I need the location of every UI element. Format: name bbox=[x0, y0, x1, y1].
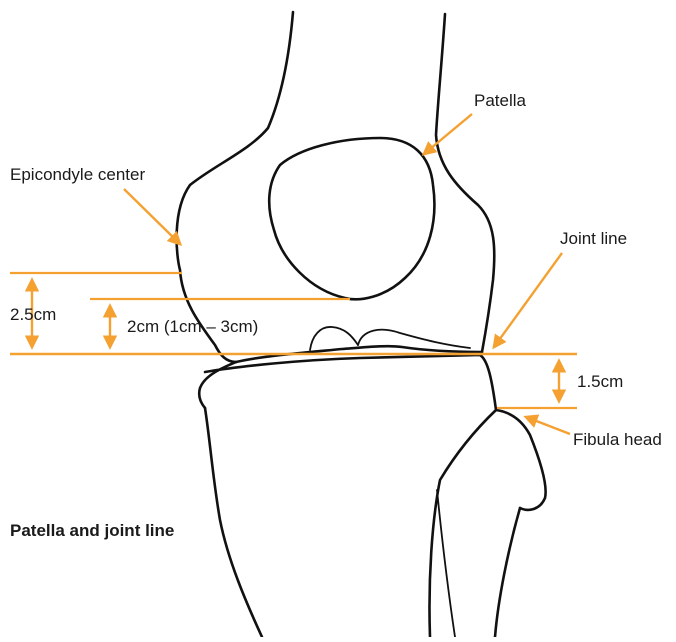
fibula-shaft-left bbox=[437, 490, 455, 637]
tibia-right-shaft bbox=[429, 410, 496, 637]
femur-left-outline bbox=[177, 12, 293, 362]
figure-caption: Patella and joint line bbox=[10, 521, 174, 540]
femoral-notch-outline bbox=[310, 327, 358, 350]
fibula-head-outline bbox=[496, 410, 546, 510]
pointer-arrows bbox=[124, 114, 570, 434]
fibula bbox=[437, 410, 546, 637]
patella-pointer-arrow bbox=[424, 114, 472, 154]
epicondyle-center-label: Epicondyle center bbox=[10, 165, 145, 184]
fibula-head-pointer-arrow bbox=[526, 417, 570, 434]
text-labels: Patella Epicondyle center Joint line 2.5… bbox=[10, 91, 662, 540]
tibia-left-shaft bbox=[205, 408, 262, 637]
femoral-notch-inner bbox=[358, 330, 470, 348]
patella-bone bbox=[269, 138, 434, 299]
tibia-plateau-top bbox=[205, 355, 496, 410]
fibula-head-label: Fibula head bbox=[573, 430, 662, 449]
tibia bbox=[199, 355, 496, 637]
epicondyle-pointer-arrow bbox=[124, 189, 180, 244]
patella-outline bbox=[269, 138, 434, 299]
patella-label: Patella bbox=[474, 91, 527, 110]
joint-line-pointer-arrow bbox=[494, 253, 562, 347]
femur-right-outline bbox=[436, 14, 494, 352]
femur bbox=[177, 12, 495, 362]
epicondyle-distance-label: 2.5cm bbox=[10, 305, 56, 324]
fibula-distance-label: 1.5cm bbox=[577, 372, 623, 391]
patella-distance-label: 2cm (1cm – 3cm) bbox=[127, 317, 258, 336]
joint-line-label: Joint line bbox=[560, 229, 627, 248]
fibula-shaft-right bbox=[495, 508, 520, 637]
